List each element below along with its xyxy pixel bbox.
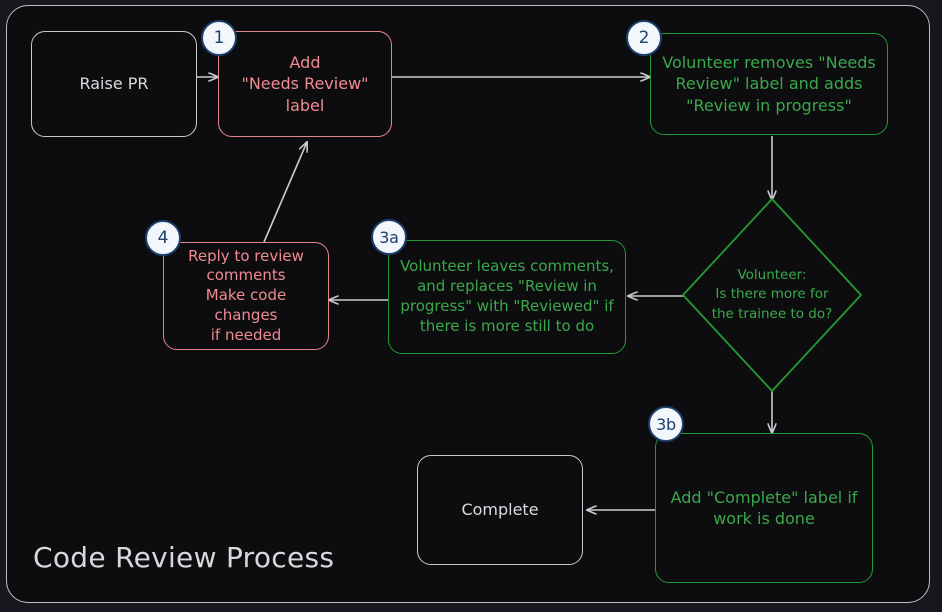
step-badge-4[interactable]: 4: [145, 220, 181, 256]
step-badge-3a[interactable]: 3a: [371, 219, 407, 255]
node-volunteer-removes[interactable]: Volunteer removes "Needs Review" label a…: [650, 33, 888, 135]
node-complete[interactable]: Complete: [417, 455, 583, 565]
node-add-complete-label-text: Add "Complete" label if work is done: [670, 487, 858, 528]
diagram-title: Code Review Process: [33, 541, 335, 574]
node-complete-label: Complete: [461, 500, 539, 520]
node-volunteer-leaves-comments[interactable]: Volunteer leaves comments, and replaces …: [388, 240, 626, 354]
step-badge-1[interactable]: 1: [201, 20, 237, 56]
node-raise-pr-label: Raise PR: [79, 74, 149, 94]
step-badge-3a-text: 3a: [379, 227, 399, 247]
node-volunteer-leaves-comments-label: Volunteer leaves comments, and replaces …: [400, 257, 614, 335]
node-volunteer-decision[interactable]: Volunteer: Is there more for the trainee…: [683, 199, 861, 391]
step-badge-1-text: 1: [213, 28, 225, 48]
step-badge-2[interactable]: 2: [626, 20, 662, 56]
node-reply-to-review[interactable]: Reply to review comments Make code chang…: [163, 242, 329, 350]
node-raise-pr[interactable]: Raise PR: [31, 31, 197, 137]
node-volunteer-removes-label: Volunteer removes "Needs Review" label a…: [662, 53, 876, 115]
step-badge-4-text: 4: [157, 228, 169, 248]
step-badge-3b[interactable]: 3b: [648, 406, 684, 442]
step-badge-2-text: 2: [638, 28, 650, 48]
step-badge-3b-text: 3b: [656, 414, 676, 434]
node-volunteer-decision-label: Volunteer: Is there more for the trainee…: [711, 266, 833, 322]
node-add-needs-review-label: Add "Needs Review" label: [241, 53, 369, 115]
node-add-needs-review[interactable]: Add "Needs Review" label: [218, 31, 392, 137]
node-reply-to-review-label: Reply to review comments Make code chang…: [188, 246, 304, 344]
node-add-complete-label[interactable]: Add "Complete" label if work is done: [655, 433, 873, 583]
